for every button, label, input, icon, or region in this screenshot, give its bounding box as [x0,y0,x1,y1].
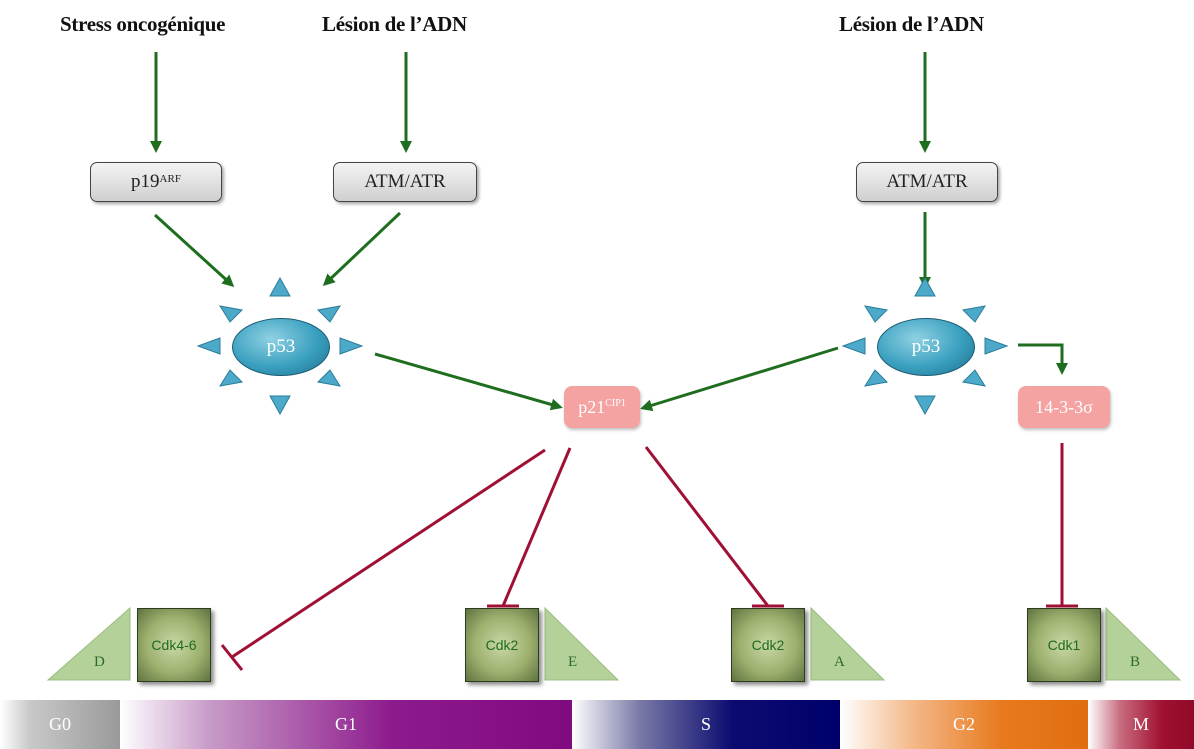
cyclin-b-shape [1105,606,1182,681]
cyclin-d-label: D [94,654,105,670]
cyclin-e-shape [544,606,620,681]
sigma-node: 14-3-3σ [1018,386,1110,428]
cdk4-6-box: Cdk4-6 [137,608,211,682]
header-dna-lesion-left: Lésion de l’ADN [322,12,467,36]
phase-m: M [1088,700,1194,749]
inhibit-p21-to-cdk46 [231,448,546,659]
header-oncogenic-stress: Stress oncogénique [60,12,226,36]
cdk2-a-box: Cdk2 [731,608,805,682]
p53-left: p53 [232,318,330,376]
cyclin-d-shape [46,606,131,681]
cyclin-e-label: E [568,654,578,670]
phase-g1: G1 [120,700,572,749]
phase-g0: G0 [0,700,120,749]
cdk1-box: Cdk1 [1027,608,1101,682]
phase-s: S [572,700,840,749]
p53-right: p53 [877,318,975,376]
arrow-p19-to-p53 [153,213,235,288]
p21-superscript: CIP1 [605,397,626,409]
atm-atr-box-left: ATM/ATR [333,162,477,202]
p53-right-star [841,276,1009,416]
inhibit-bar-cdk46 [220,644,244,671]
p19-label: p19 [131,171,160,192]
inhibit-p21-to-cdk2-e [501,447,572,607]
arrow-p53-right-to-sigma [1018,343,1068,375]
cdk2-e-box: Cdk2 [465,608,539,682]
cyclin-a-shape [810,606,886,681]
arrow-p53-right-to-p21 [640,346,839,412]
phase-g2: G2 [840,700,1088,749]
atm-atr-box-right: ATM/ATR [856,162,998,202]
p53-left-star [196,276,364,416]
p21-label: p21 [578,396,606,417]
p19-superscript: ARF [159,173,181,185]
arrow-atm-to-p53-left [322,211,402,287]
cyclin-b-label: B [1130,654,1141,670]
cyclin-a-label: A [834,654,845,670]
header-dna-lesion-right: Lésion de l’ADN [839,12,984,36]
arrow-p53-left-to-p21 [374,352,563,411]
inhibit-p21-to-cdk2-a [644,446,770,607]
